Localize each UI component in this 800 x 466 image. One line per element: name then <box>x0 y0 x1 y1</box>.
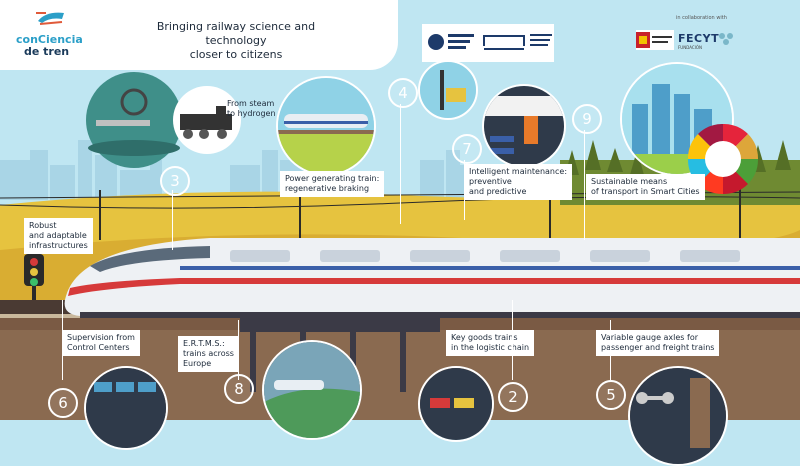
brand-logo[interactable]: conCiencia de tren <box>16 34 83 58</box>
header-card <box>0 0 398 70</box>
line-4 <box>400 104 401 224</box>
signal-light-icon <box>24 254 44 300</box>
line-3 <box>172 190 173 250</box>
callout-gauge-line1: Variable gauge axles for <box>601 333 699 342</box>
callout-robust: Robust and adaptable infrastructures <box>24 218 93 254</box>
marker-7[interactable]: 7 <box>452 134 482 164</box>
callout-maint-line3: and predictive <box>469 187 527 196</box>
callout-regen-line2: regenerative braking <box>285 184 370 193</box>
callout-gauge: Variable gauge axles for passenger and f… <box>596 330 720 356</box>
callout-maint-line2: preventive <box>469 177 512 186</box>
callout-steam: From steam to hydrogen <box>222 96 281 122</box>
callout-robust-line1: Robust <box>29 221 57 230</box>
collab-label: in collaboration with <box>676 15 727 21</box>
callout-regen-line1: Power generating train: <box>285 174 380 183</box>
callout-control: Supervision from Control Centers <box>62 330 140 356</box>
maintenance-illustration <box>418 60 478 120</box>
callout-control-line2: Control Centers <box>67 343 130 352</box>
callout-maint-line1: Intelligent maintenance: <box>469 167 568 176</box>
callout-gauge-line2: passenger and freight trains <box>601 343 715 352</box>
brand-line1: conCiencia <box>16 33 83 46</box>
train-logo-icon <box>36 12 64 25</box>
callout-robust-line3: infrastructures <box>29 241 88 250</box>
marker-2[interactable]: 2 <box>498 382 528 412</box>
line-2 <box>512 300 513 380</box>
marker-5[interactable]: 5 <box>596 380 626 410</box>
gauge-illustration <box>628 366 728 466</box>
callout-smart-line2: of transport in Smart Cities <box>591 187 700 196</box>
partner-logo-ministry[interactable] <box>636 30 674 50</box>
fecyt-logo[interactable]: FECYT <box>678 32 720 45</box>
callout-ertms-line1: E.R.T.M.S.: <box>183 339 225 348</box>
callout-ertms-line2: trains across <box>183 349 234 358</box>
title-line2: closer to citizens <box>189 48 283 61</box>
callout-goods: Key goods trains in the logistic chain <box>446 330 535 356</box>
spain-crest-icon <box>636 32 672 48</box>
marker-6[interactable]: 6 <box>48 388 78 418</box>
callout-steam-line1: From steam <box>227 99 275 108</box>
goods-illustration <box>418 366 494 442</box>
predictive-illustration <box>482 84 566 168</box>
callout-ertms-line3: Europe <box>183 359 212 368</box>
partner-logo-ffe[interactable] <box>422 24 554 62</box>
ertms-illustration <box>262 340 362 440</box>
regen-illustration <box>276 76 376 176</box>
line-8 <box>238 320 239 380</box>
callout-goods-line2: in the logistic chain <box>451 343 530 352</box>
brand-line2: de tren <box>24 45 70 58</box>
callout-control-line1: Supervision from <box>67 333 135 342</box>
marker-4[interactable]: 4 <box>388 78 418 108</box>
line-7 <box>464 160 465 220</box>
callout-smart-line1: Sustainable means <box>591 177 668 186</box>
callout-ertms: E.R.T.M.S.: trains across Europe <box>178 336 239 372</box>
marker-3[interactable]: 3 <box>160 166 190 196</box>
callout-goods-line1: Key goods trains <box>451 333 518 342</box>
page-title: Bringing railway science and technology … <box>126 20 346 62</box>
line-6 <box>62 300 63 380</box>
callout-regen: Power generating train: regenerative bra… <box>280 171 385 197</box>
callout-steam-line2: to hydrogen <box>227 109 276 118</box>
callout-robust-line2: and adaptable <box>29 231 87 240</box>
fecyt-mark-icon <box>719 33 733 45</box>
line-5 <box>610 320 611 380</box>
control-center-illustration <box>84 366 168 450</box>
ffe-logo-icon <box>428 34 552 50</box>
high-speed-train <box>64 238 800 318</box>
title-line1: Bringing railway science and technology <box>156 20 316 47</box>
line-9 <box>584 130 585 240</box>
marker-9[interactable]: 9 <box>572 104 602 134</box>
steam-illustration <box>72 72 244 170</box>
marker-8[interactable]: 8 <box>224 374 254 404</box>
callout-maint: Intelligent maintenance: preventive and … <box>464 164 573 200</box>
callout-smart: Sustainable means of transport in Smart … <box>586 174 705 200</box>
fecyt-sub: FUNDACIÓN <box>678 45 703 50</box>
